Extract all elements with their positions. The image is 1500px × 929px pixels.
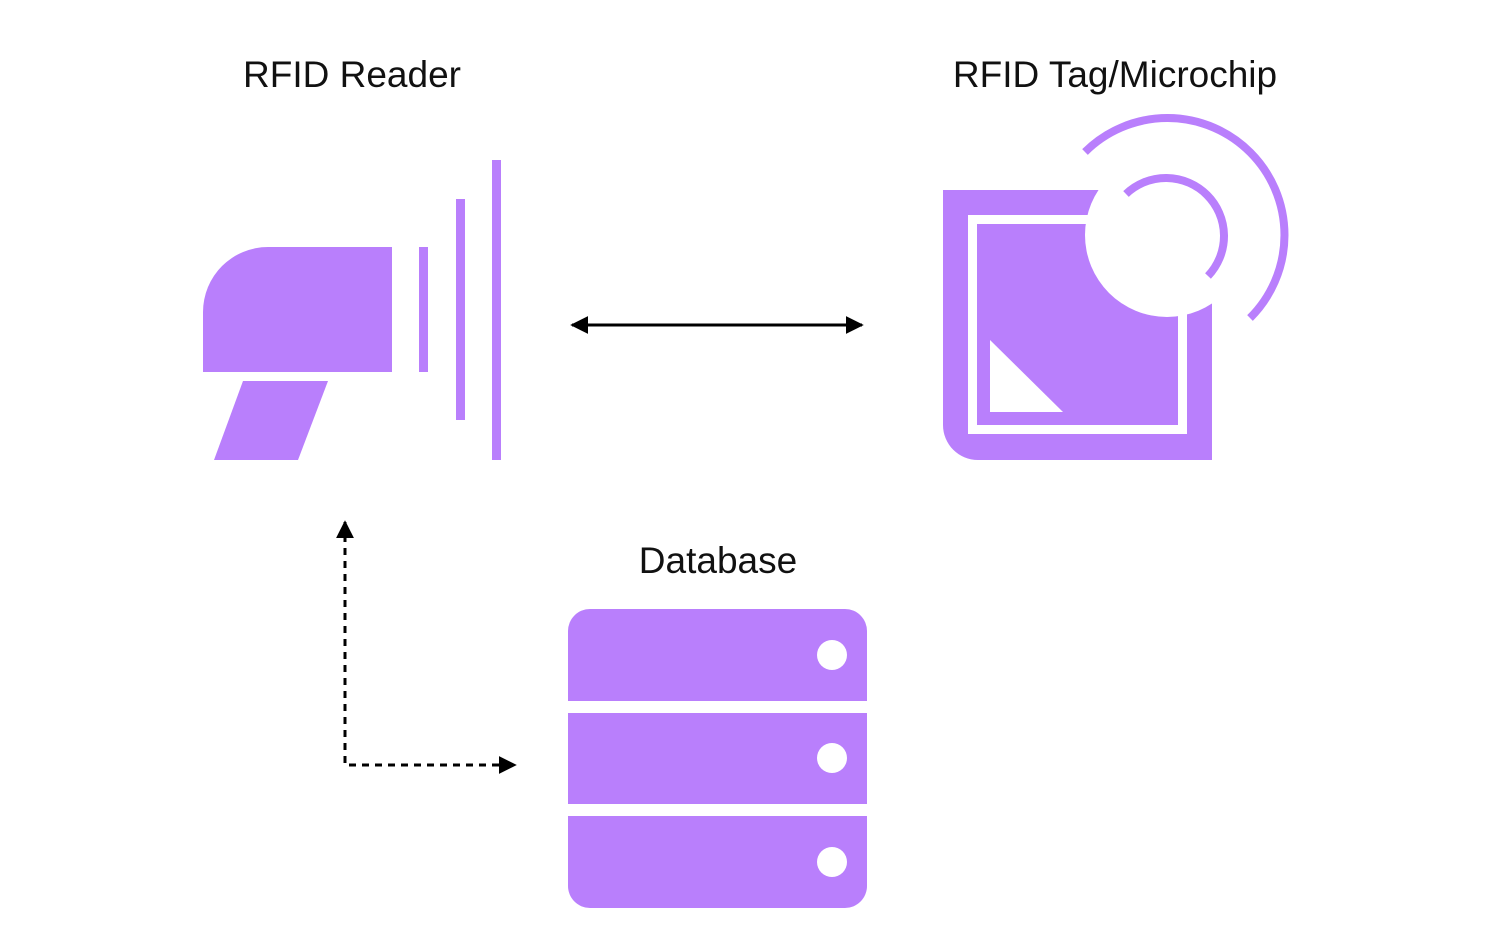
scanner-handle [214,381,328,460]
signal-wave-3 [492,160,501,460]
server-light-3 [817,847,847,877]
server-light-1 [817,640,847,670]
server-unit-3 [568,816,867,908]
rfid-chip-icon [943,113,1289,460]
database-label: Database [638,540,798,581]
server-light-2 [817,743,847,773]
signal-arc-large [1082,113,1289,321]
tag-label: RFID Tag/Microchip [952,54,1278,95]
reader-label: RFID Reader [243,54,461,95]
server-unit-1 [568,609,867,701]
reader-database-dashed-arrow [336,520,517,774]
server-stack-icon [568,609,867,908]
signal-wave-2 [456,199,465,420]
signal-wave-1 [419,247,428,372]
signal-arc-small [1123,174,1228,279]
rfid-scanner-icon [203,160,501,460]
scanner-body [203,247,392,372]
chip-corner-triangle [990,340,1063,412]
